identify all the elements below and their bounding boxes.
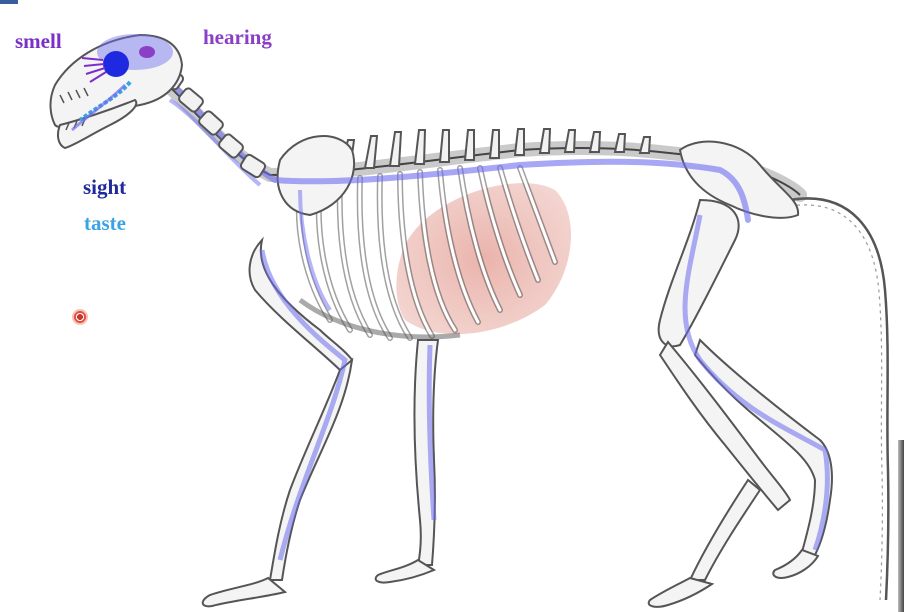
laser-pointer-icon (72, 309, 88, 325)
taste-nerve (78, 80, 132, 122)
front-leg-2 (413, 339, 440, 566)
hind-leg-2 (693, 338, 833, 557)
front-paw (201, 576, 288, 608)
jaw (56, 98, 138, 150)
tail (789, 197, 890, 601)
corner-mark (0, 0, 18, 4)
eye-sight-organ (103, 51, 129, 77)
scapula (276, 135, 356, 217)
ear-hearing-organ (139, 46, 155, 58)
tibia (658, 340, 792, 512)
femur (657, 198, 740, 348)
edge-shadow (898, 440, 904, 612)
sight-label: sight (83, 175, 127, 199)
hind-paw (647, 576, 715, 608)
hind-metatarsus (688, 478, 762, 581)
hearing-label: hearing (203, 25, 272, 49)
pelvis (678, 140, 800, 219)
smell-nerves (81, 57, 107, 83)
sternum (298, 297, 461, 340)
taste-label: taste (84, 211, 126, 235)
smell-label: smell (15, 29, 62, 53)
